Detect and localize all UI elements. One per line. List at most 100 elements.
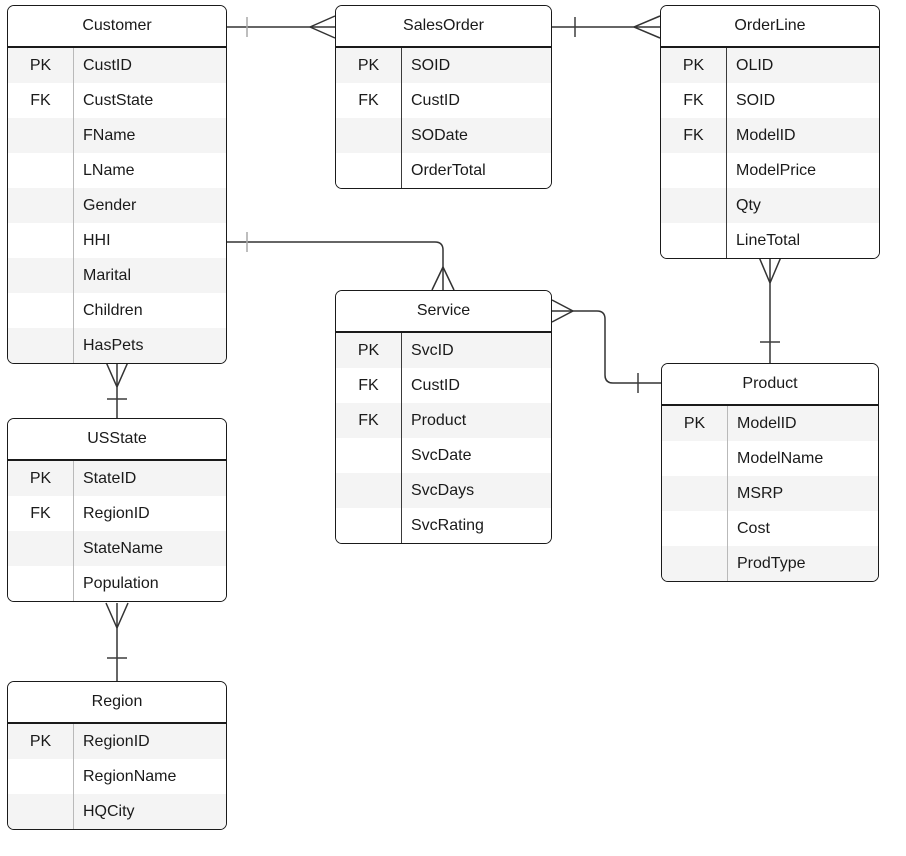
field-row: HasPets bbox=[8, 328, 226, 363]
crows-foot-many-icon bbox=[309, 15, 336, 39]
field-name-cell: Children bbox=[83, 302, 143, 319]
field-name-cell: SODate bbox=[411, 127, 468, 144]
key-cell: PK bbox=[661, 48, 727, 83]
relationship-usstate-region bbox=[105, 602, 129, 681]
key-cell bbox=[661, 188, 727, 223]
field-name-cell: HasPets bbox=[83, 337, 144, 354]
field-name-cell: ModelPrice bbox=[736, 162, 817, 179]
field-row: LineTotal bbox=[661, 223, 879, 258]
key-cell: FK bbox=[8, 496, 74, 531]
key-cell bbox=[8, 188, 74, 223]
entity-title: SalesOrder bbox=[336, 6, 551, 48]
field-row: HHI bbox=[8, 223, 226, 258]
field-name-cell: CustID bbox=[411, 92, 460, 109]
field-name-cell: Cost bbox=[737, 520, 770, 537]
field-name-cell: Population bbox=[83, 575, 159, 592]
connector-line bbox=[552, 310, 661, 384]
field-row: Gender bbox=[8, 188, 226, 223]
key-cell: PK bbox=[662, 406, 728, 441]
field-name-cell: OrderTotal bbox=[411, 162, 486, 179]
key-cell: PK bbox=[336, 48, 402, 83]
relationship-service-product bbox=[551, 299, 661, 393]
entity-title: Service bbox=[336, 291, 551, 333]
entity-title: OrderLine bbox=[661, 6, 879, 48]
field-name-cell: CustState bbox=[83, 92, 154, 109]
field-row: ModelPrice bbox=[661, 153, 879, 188]
field-row: LName bbox=[8, 153, 226, 188]
entity-customer: Customer PK CustID FK CustState FName LNam… bbox=[7, 5, 227, 364]
field-name-cell: SvcDate bbox=[411, 447, 472, 464]
field-name-cell: Marital bbox=[83, 267, 132, 284]
crows-foot-many-icon bbox=[105, 602, 129, 629]
field-row: SvcDate bbox=[336, 438, 551, 473]
key-cell bbox=[662, 511, 728, 546]
key-cell: FK bbox=[661, 118, 727, 153]
field-name-cell: OLID bbox=[736, 57, 774, 74]
field-row: PK CustID bbox=[8, 48, 226, 83]
entity-title: Customer bbox=[8, 6, 226, 48]
crows-foot-many-icon bbox=[105, 361, 129, 388]
connector-line bbox=[227, 241, 444, 290]
field-name-cell: SvcDays bbox=[411, 482, 475, 499]
key-cell: PK bbox=[8, 48, 74, 83]
field-name-cell: RegionID bbox=[83, 505, 150, 522]
key-cell: PK bbox=[8, 461, 74, 496]
field-name-cell: LName bbox=[83, 162, 135, 179]
key-cell bbox=[662, 441, 728, 476]
field-name-cell: CustID bbox=[83, 57, 132, 74]
field-name-cell: CustID bbox=[411, 377, 460, 394]
crows-foot-many-icon bbox=[758, 256, 782, 284]
field-row: RegionName bbox=[8, 759, 226, 794]
field-name-cell: MSRP bbox=[737, 485, 784, 502]
field-row: FName bbox=[8, 118, 226, 153]
key-cell bbox=[8, 566, 74, 601]
relationship-orderline-product bbox=[758, 256, 782, 363]
key-cell bbox=[661, 223, 727, 258]
crows-foot-many-icon bbox=[551, 299, 574, 323]
field-row: Population bbox=[8, 566, 226, 601]
field-row: ProdType bbox=[662, 546, 878, 581]
key-cell bbox=[336, 153, 402, 188]
field-name-cell: SvcID bbox=[411, 342, 454, 359]
field-name-cell: ModelID bbox=[737, 415, 797, 432]
key-cell bbox=[8, 118, 74, 153]
crows-foot-many-icon bbox=[431, 266, 455, 291]
field-row: Cost bbox=[662, 511, 878, 546]
field-name-cell: SvcRating bbox=[411, 517, 484, 534]
entity-title: USState bbox=[8, 419, 226, 461]
entity-product: Product PK ModelID ModelName MSRP Cost Pr… bbox=[661, 363, 879, 582]
relationship-customer-salesorder bbox=[227, 15, 336, 39]
field-name-cell: ModelID bbox=[736, 127, 796, 144]
field-name-cell: RegionName bbox=[83, 768, 177, 785]
field-name-cell: HQCity bbox=[83, 803, 135, 820]
entity-title: Product bbox=[662, 364, 878, 406]
key-cell: FK bbox=[8, 83, 74, 118]
field-row: FK RegionID bbox=[8, 496, 226, 531]
relationship-customer-usstate bbox=[105, 361, 129, 418]
key-cell bbox=[661, 153, 727, 188]
field-row: SODate bbox=[336, 118, 551, 153]
field-name-cell: Product bbox=[411, 412, 467, 429]
entity-title: Region bbox=[8, 682, 226, 724]
field-name-cell: ModelName bbox=[737, 450, 824, 467]
key-cell bbox=[336, 118, 402, 153]
field-row: Children bbox=[8, 293, 226, 328]
field-row: Qty bbox=[661, 188, 879, 223]
field-name-cell: SOID bbox=[736, 92, 776, 109]
field-row: StateName bbox=[8, 531, 226, 566]
key-cell bbox=[8, 153, 74, 188]
field-name-cell: ProdType bbox=[737, 555, 806, 572]
